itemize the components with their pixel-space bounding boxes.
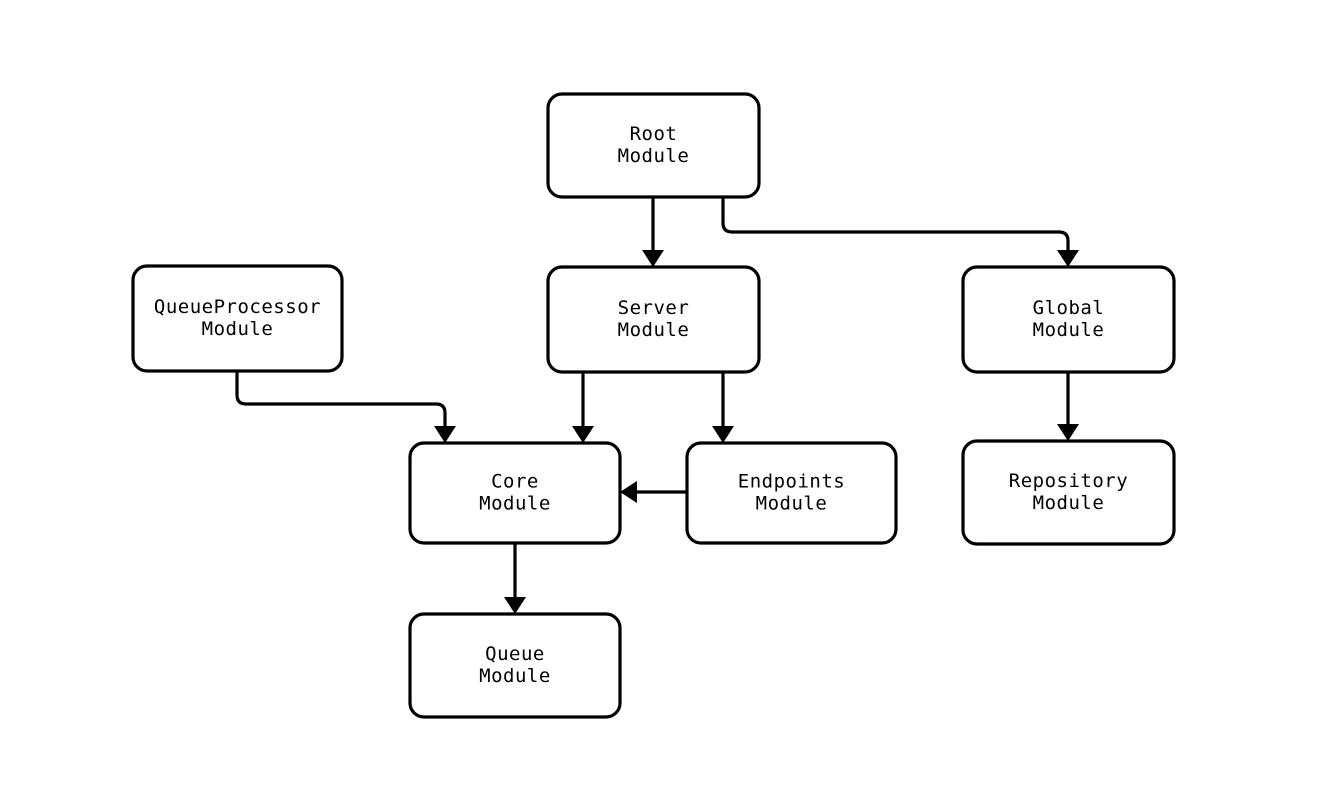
node-box-endpoints[interactable] (685, 441, 898, 545)
node-label-line2: Module (618, 319, 690, 341)
edge-root-to-global (721, 197, 1079, 267)
node-label-line2: Module (1033, 319, 1105, 341)
node-label-line2: Module (479, 493, 551, 515)
node-label-line1: Endpoints (738, 471, 845, 493)
arrowhead-icon (504, 597, 526, 614)
arrowhead-icon (434, 426, 456, 443)
arrowhead-icon (1057, 250, 1079, 267)
node-box-core[interactable] (408, 441, 622, 545)
edge-server-to-endpoints (712, 372, 734, 443)
node-label-line1: Global (1033, 297, 1105, 319)
node-label-line2: Module (618, 145, 690, 167)
node-label-line1: Repository (1009, 470, 1128, 492)
node-label-line1: Root (630, 123, 678, 145)
arrowhead-icon (620, 481, 637, 503)
node-label-line1: Server (618, 297, 690, 319)
node-label-line2: Module (202, 318, 274, 340)
node-box-queue[interactable] (408, 612, 622, 719)
arrowhead-icon (1057, 424, 1079, 441)
node-label-line2: Module (756, 493, 828, 515)
node-label-line1: Core (491, 471, 539, 493)
edge-line (235, 371, 447, 432)
node-box-global[interactable] (961, 265, 1176, 374)
edge-root-to-server (642, 197, 664, 267)
node-label-line1: QueueProcessor (154, 296, 321, 318)
edge-layer (235, 197, 1079, 614)
edge-queueprocessor-to-core (235, 371, 456, 443)
node-box-queueprocessor[interactable] (131, 264, 344, 373)
node-layer: RootModuleQueueProcessorModuleServerModu… (131, 92, 1176, 719)
edge-line (721, 197, 1070, 256)
node-box-repository[interactable] (961, 439, 1176, 546)
node-label-line2: Module (479, 665, 551, 687)
edge-endpoints-to-core (620, 481, 687, 503)
edge-server-to-core (572, 372, 594, 443)
arrowhead-icon (572, 426, 594, 443)
node-label-line2: Module (1033, 492, 1105, 514)
node-label-line1: Queue (485, 643, 545, 665)
node-box-root[interactable] (546, 92, 761, 199)
edge-global-to-repository (1057, 372, 1079, 441)
arrowhead-icon (712, 426, 734, 443)
node-box-server[interactable] (546, 265, 761, 374)
edge-core-to-queue (504, 543, 526, 614)
arrowhead-icon (642, 250, 664, 267)
